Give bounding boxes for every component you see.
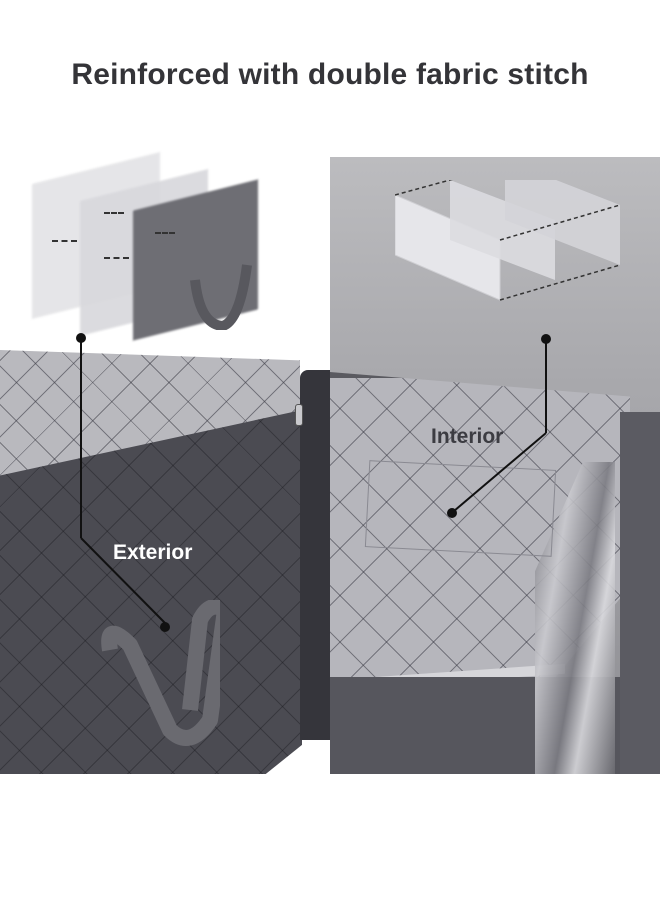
stitch-mark	[52, 240, 77, 242]
zipper-pull-icon	[296, 405, 302, 425]
interior-bag-image	[330, 372, 660, 774]
callout-dot-interior	[447, 508, 457, 518]
label-exterior: Exterior	[113, 541, 193, 564]
stitch-mark	[104, 257, 129, 259]
callout-line-interior-diagonal	[453, 432, 547, 512]
exploded-handle-icon	[190, 264, 252, 330]
callout-line-exterior-diagonal	[80, 537, 167, 625]
exploded-interior-dividers	[394, 160, 621, 330]
bag-side-panel	[300, 370, 330, 740]
bag-front-fabric	[0, 410, 302, 774]
headline: Reinforced with double fabric stitch	[71, 58, 589, 91]
bag-handle-icon	[100, 598, 233, 750]
callout-dot-exterior	[160, 622, 170, 632]
stitch-mark	[104, 212, 124, 214]
callout-line-exterior	[80, 338, 82, 538]
exterior-bag-image	[0, 340, 330, 774]
bag-side-panel	[620, 412, 660, 774]
stitch-mark	[155, 232, 175, 234]
callout-line-interior	[545, 338, 547, 433]
label-interior: Interior	[431, 425, 504, 448]
